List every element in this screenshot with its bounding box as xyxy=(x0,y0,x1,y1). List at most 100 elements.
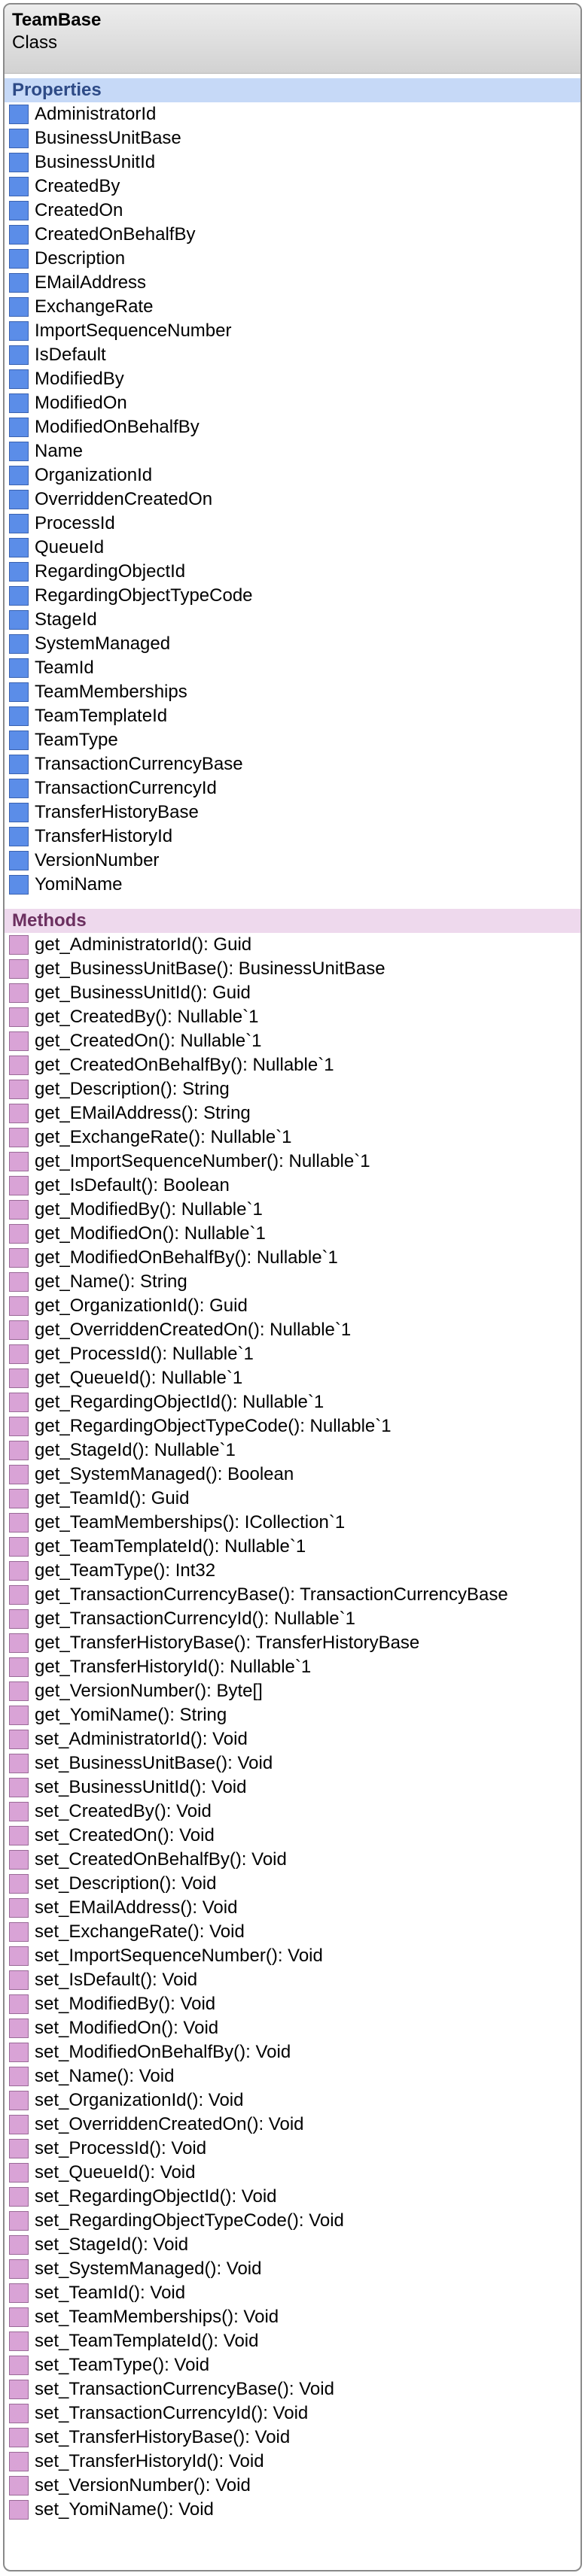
property-item: IsDefault xyxy=(5,343,580,367)
method-item: get_Name(): String xyxy=(5,1270,580,1294)
method-item: set_ProcessId(): Void xyxy=(5,2137,580,2161)
method-item: set_EMailAddress(): Void xyxy=(5,1896,580,1920)
method-item: set_RegardingObjectId(): Void xyxy=(5,2185,580,2209)
property-item: ModifiedBy xyxy=(5,367,580,391)
property-item-label: RegardingObjectId xyxy=(35,561,186,582)
property-item-label: ExchangeRate xyxy=(35,296,154,317)
method-icon xyxy=(9,1657,29,1677)
property-item: OverriddenCreatedOn xyxy=(5,488,580,512)
property-item: BusinessUnitBase xyxy=(5,126,580,150)
method-icon xyxy=(9,959,29,979)
property-icon xyxy=(9,538,29,557)
method-item-label: get_ModifiedBy(): Nullable`1 xyxy=(35,1199,263,1220)
property-item-label: BusinessUnitId xyxy=(35,152,156,172)
method-item: set_OrganizationId(): Void xyxy=(5,2088,580,2113)
property-icon xyxy=(9,875,29,895)
method-item: get_TransactionCurrencyBase(): Transacti… xyxy=(5,1583,580,1607)
property-item-label: Description xyxy=(35,248,126,269)
method-item: set_BusinessUnitId(): Void xyxy=(5,1776,580,1800)
property-icon xyxy=(9,345,29,365)
methods-header: Methods xyxy=(5,909,580,933)
method-item: set_ImportSequenceNumber(): Void xyxy=(5,1944,580,1968)
method-icon xyxy=(9,1152,29,1171)
method-item-label: get_ModifiedOnBehalfBy(): Nullable`1 xyxy=(35,1247,338,1268)
property-icon xyxy=(9,225,29,245)
method-item-label: get_CreatedOn(): Nullable`1 xyxy=(35,1031,262,1051)
method-icon xyxy=(9,2139,29,2158)
class-name: TeamBase xyxy=(12,10,102,30)
property-item: Description xyxy=(5,247,580,271)
property-icon xyxy=(9,755,29,774)
method-item: set_SystemManaged(): Void xyxy=(5,2257,580,2281)
method-item: set_AdministratorId(): Void xyxy=(5,1727,580,1751)
method-item: get_SystemManaged(): Boolean xyxy=(5,1463,580,1487)
property-icon xyxy=(9,249,29,269)
method-item: set_TeamId(): Void xyxy=(5,2281,580,2305)
method-item: get_BusinessUnitId(): Guid xyxy=(5,981,580,1005)
method-item: get_TransactionCurrencyId(): Nullable`1 xyxy=(5,1607,580,1631)
method-item-label: get_ImportSequenceNumber(): Nullable`1 xyxy=(35,1151,370,1171)
method-item: set_RegardingObjectTypeCode(): Void xyxy=(5,2209,580,2233)
method-item-label: get_IsDefault(): Boolean xyxy=(35,1175,230,1195)
property-icon xyxy=(9,321,29,341)
method-item: get_YomiName(): String xyxy=(5,1703,580,1727)
property-item: Name xyxy=(5,439,580,463)
method-item: set_OverriddenCreatedOn(): Void xyxy=(5,2113,580,2137)
method-item-label: set_TransferHistoryId(): Void xyxy=(35,2451,264,2471)
method-item: set_TeamTemplateId(): Void xyxy=(5,2329,580,2353)
method-item-label: set_ProcessId(): Void xyxy=(35,2138,207,2158)
property-item-label: ModifiedBy xyxy=(35,369,124,389)
method-item: get_RegardingObjectId(): Nullable`1 xyxy=(5,1390,580,1414)
method-icon xyxy=(9,1922,29,1942)
method-icon xyxy=(9,1465,29,1484)
method-item: get_ProcessId(): Nullable`1 xyxy=(5,1342,580,1366)
property-item: ProcessId xyxy=(5,512,580,536)
property-icon xyxy=(9,466,29,485)
method-icon xyxy=(9,1609,29,1629)
method-item-label: set_SystemManaged(): Void xyxy=(35,2259,262,2279)
method-item-label: get_TeamType(): Int32 xyxy=(35,1560,216,1581)
property-icon xyxy=(9,610,29,630)
method-item-label: get_ProcessId(): Nullable`1 xyxy=(35,1344,254,1364)
property-item: TransferHistoryId xyxy=(5,825,580,849)
method-item: get_ModifiedOnBehalfBy(): Nullable`1 xyxy=(5,1246,580,1270)
method-item: set_YomiName(): Void xyxy=(5,2498,580,2522)
property-icon xyxy=(9,706,29,726)
method-icon xyxy=(9,1513,29,1533)
method-item-label: set_TransactionCurrencyBase(): Void xyxy=(35,2379,334,2399)
method-item-label: get_BusinessUnitId(): Guid xyxy=(35,983,251,1003)
property-item-label: ModifiedOnBehalfBy xyxy=(35,417,200,437)
method-icon xyxy=(9,1344,29,1364)
method-item-label: set_EMailAddress(): Void xyxy=(35,1897,238,1918)
method-icon xyxy=(9,2452,29,2471)
method-icon xyxy=(9,1200,29,1220)
property-item-label: TransferHistoryId xyxy=(35,826,173,846)
property-icon xyxy=(9,851,29,870)
method-icon xyxy=(9,1056,29,1075)
property-icon xyxy=(9,586,29,606)
method-item-label: get_EMailAddress(): String xyxy=(35,1103,251,1123)
property-item: TransactionCurrencyId xyxy=(5,776,580,800)
property-item: ModifiedOn xyxy=(5,391,580,415)
property-icon xyxy=(9,514,29,533)
method-item: set_QueueId(): Void xyxy=(5,2161,580,2185)
method-icon xyxy=(9,2163,29,2183)
method-icon xyxy=(9,1417,29,1436)
method-item: set_CreatedOn(): Void xyxy=(5,1824,580,1848)
method-icon xyxy=(9,2356,29,2375)
method-item-label: set_TransactionCurrencyId(): Void xyxy=(35,2403,309,2423)
method-item: get_CreatedOnBehalfBy(): Nullable`1 xyxy=(5,1053,580,1077)
property-icon xyxy=(9,369,29,389)
method-icon xyxy=(9,2091,29,2110)
method-icon xyxy=(9,1946,29,1966)
property-item: BusinessUnitId xyxy=(5,150,580,175)
method-item-label: set_BusinessUnitBase(): Void xyxy=(35,1753,273,1773)
method-icon xyxy=(9,1031,29,1051)
method-item: set_TransferHistoryBase(): Void xyxy=(5,2426,580,2450)
method-item-label: get_VersionNumber(): Byte[] xyxy=(35,1681,263,1701)
method-icon xyxy=(9,2307,29,2327)
method-item: get_TransferHistoryBase(): TransferHisto… xyxy=(5,1631,580,1655)
property-icon xyxy=(9,682,29,702)
method-item: get_ExchangeRate(): Nullable`1 xyxy=(5,1125,580,1150)
method-item: set_ModifiedBy(): Void xyxy=(5,1992,580,2016)
